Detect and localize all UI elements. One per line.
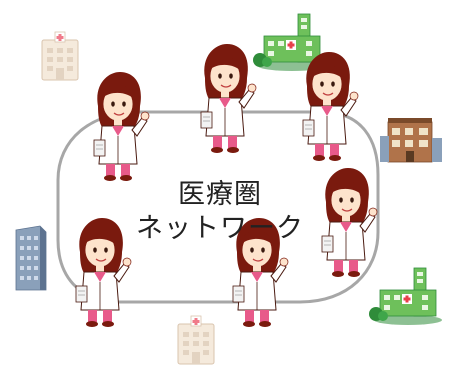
- hospital-icon: [368, 267, 443, 326]
- office-building-icon: [15, 225, 47, 291]
- clinic-icon: [41, 31, 79, 81]
- center-label-line1: 医療圏: [178, 179, 262, 210]
- doctor-figure: [302, 51, 359, 162]
- network-ring: [56, 110, 380, 304]
- doctor-figure: [321, 167, 378, 278]
- center-label: 医療圏 ネットワーク: [120, 178, 320, 246]
- center-label-line2: ネットワーク: [136, 213, 304, 244]
- clinic-icon: [177, 315, 215, 365]
- doctor-figure: [200, 43, 257, 154]
- doctor-figure: [93, 71, 150, 182]
- apartment-icon: [379, 117, 443, 163]
